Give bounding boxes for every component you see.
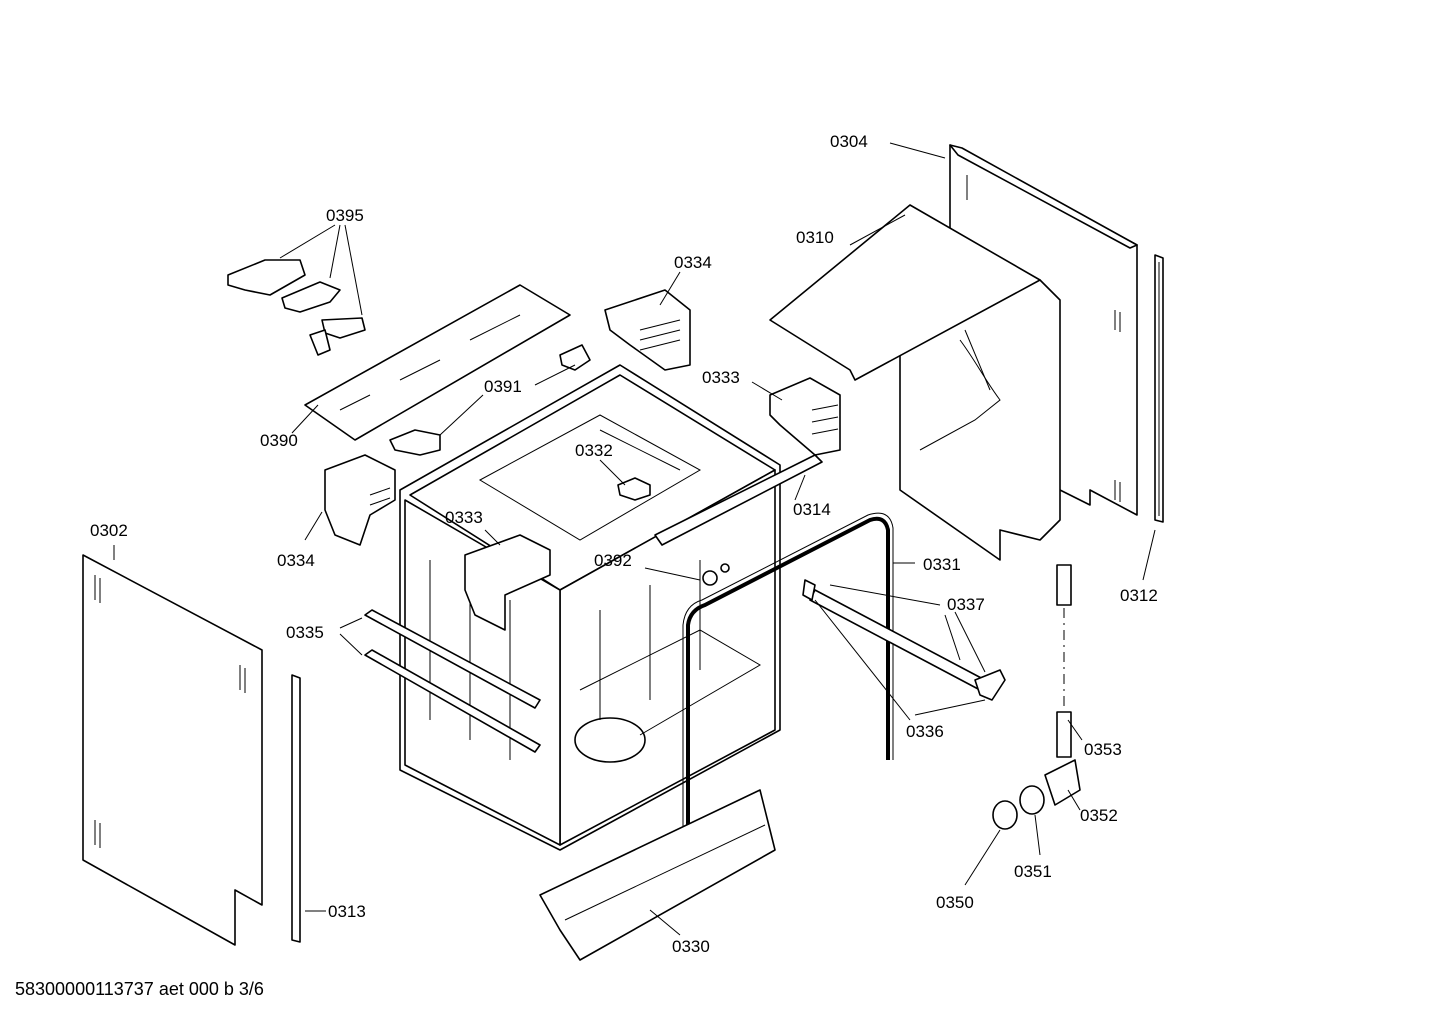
label-0392: 0392: [594, 551, 632, 570]
label-0334-left: 0334: [277, 551, 315, 570]
part-0334-upper-block: [604, 289, 691, 371]
part-0333-upper-block: [769, 377, 841, 456]
document-reference: 58300000113737 aet 000 b 3/6: [15, 979, 264, 999]
label-0351: 0351: [1014, 862, 1052, 881]
label-0390: 0390: [260, 431, 298, 450]
part-0314-rail: [654, 454, 823, 546]
part-0332-clip: [617, 477, 651, 501]
label-0336: 0336: [906, 722, 944, 741]
leader-lines: [113, 142, 1156, 936]
label-0350: 0350: [936, 893, 974, 912]
part-0310-top-insulation: [769, 204, 1061, 561]
label-0334-upper: 0334: [674, 253, 712, 272]
label-0353: 0353: [1084, 740, 1122, 759]
part-0392-fittings: [702, 563, 730, 586]
label-0304: 0304: [830, 132, 868, 151]
label-0395: 0395: [326, 206, 364, 225]
part-0333-lower-block: [464, 534, 551, 631]
part-0331-seal: [682, 512, 894, 875]
label-0314: 0314: [793, 500, 831, 519]
callout-labels: 0304 0395 0310 0334 0333 0391 0390 0332 …: [90, 132, 1158, 956]
part-0334-left-block: [324, 454, 396, 546]
part-0330-kickplate: [539, 789, 776, 961]
label-0391: 0391: [484, 377, 522, 396]
label-0337: 0337: [947, 595, 985, 614]
part-0391-clips: [389, 344, 591, 456]
part-0335-rails: [364, 609, 541, 753]
label-0310: 0310: [796, 228, 834, 247]
part-0337-hinge-bar: [802, 579, 1006, 701]
part-035x-drain-fittings: [992, 564, 1081, 830]
label-0302: 0302: [90, 521, 128, 540]
label-0333-lower: 0333: [445, 508, 483, 527]
part-0395-brackets: [227, 259, 366, 356]
label-0312: 0312: [1120, 586, 1158, 605]
label-0335: 0335: [286, 623, 324, 642]
label-0352: 0352: [1080, 806, 1118, 825]
label-0331: 0331: [923, 555, 961, 574]
part-0312-edge-strip: [1154, 254, 1164, 523]
part-0390-sheet: [304, 284, 571, 441]
part-tub: [399, 364, 781, 851]
label-0332: 0332: [575, 441, 613, 460]
label-0333-upper: 0333: [702, 368, 740, 387]
part-0302-side-panel: [82, 554, 263, 946]
part-0313-edge-strip: [291, 674, 301, 943]
label-0313: 0313: [328, 902, 366, 921]
label-0330: 0330: [672, 937, 710, 956]
